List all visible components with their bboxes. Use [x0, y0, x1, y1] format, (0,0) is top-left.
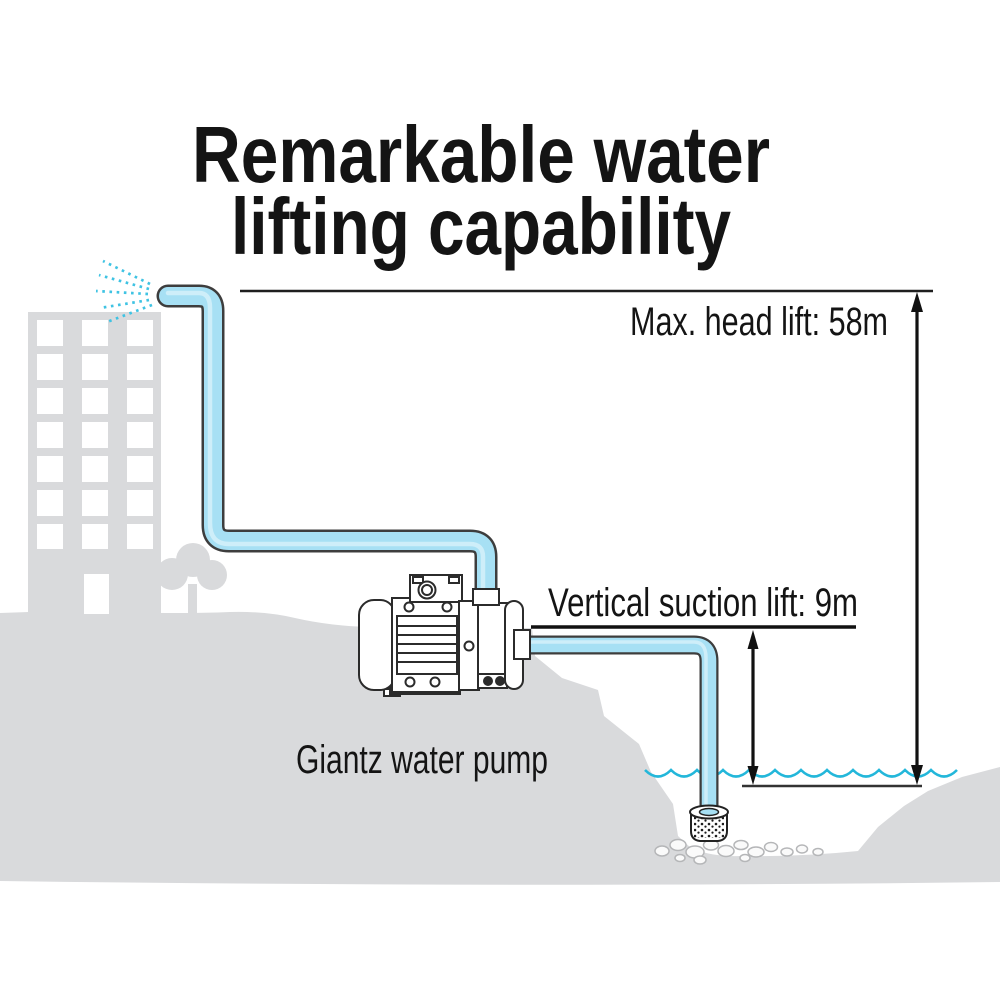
tree-canopy: [197, 560, 227, 590]
arrowhead-down-icon: [747, 766, 759, 785]
title-line-1: Remarkable water: [192, 110, 770, 199]
suction-pipe: [527, 635, 719, 810]
pump-caption: Giantz water pump: [296, 738, 548, 782]
suction-lift-arrow: [747, 630, 759, 785]
arrowhead-up-icon: [911, 292, 923, 312]
ground-silhouette: [0, 611, 1000, 885]
arrowhead-down-icon: [911, 765, 923, 785]
water-spray-icon: [95, 259, 153, 324]
page-title: Remarkable water lifting capability: [192, 110, 770, 271]
pump-inlet-fitting: [472, 588, 500, 606]
foot-valve-strainer: [689, 804, 729, 842]
building-silhouette: [28, 312, 161, 617]
building-windows: [37, 320, 153, 549]
title-line-2: lifting capability: [231, 182, 731, 271]
motor-rear-cap: [358, 599, 396, 691]
tree-silhouette: [156, 543, 227, 616]
suction-lift-label: Vertical suction lift: 9m: [548, 581, 858, 625]
tree-trunk: [188, 584, 197, 616]
building-door: [84, 574, 109, 614]
delivery-pipe: [156, 284, 498, 614]
pump-outlet-fitting: [513, 629, 531, 660]
water-waves: [644, 768, 958, 778]
max-head-lift-label: Max. head lift: 58m: [630, 300, 888, 344]
rocks: [654, 838, 824, 865]
arrowhead-up-icon: [747, 630, 759, 649]
water-pump-illustration: [358, 574, 531, 697]
max-head-arrow: [911, 292, 923, 785]
